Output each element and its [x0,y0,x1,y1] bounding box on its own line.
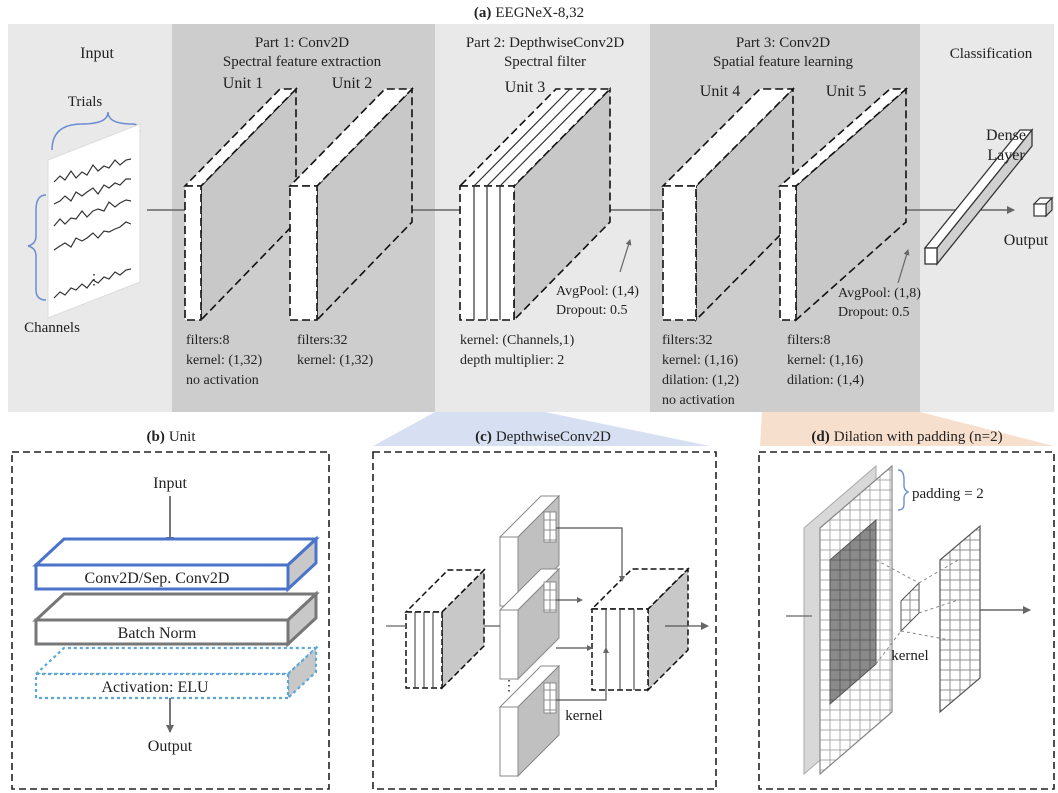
classification-title: Classification [950,46,1033,62]
dw-input-tensor [404,568,486,690]
dilation-kernel-grid [900,581,920,633]
panel-a: (a)EEGNeX-8,32 Input Trials Channels ⋮ P… [8,5,1054,412]
trials-label: Trials [68,94,103,110]
unit5-param: kernel: (1,16) [787,353,864,368]
panel-c: (c)DepthwiseConv2D ⋮ [372,429,717,790]
pool2-arrow [897,249,910,284]
output-label-a: Output [1004,232,1049,249]
activation-label: Activation: ELU [101,679,209,696]
pool1-line2: Dropout: 0.5 [556,303,628,318]
unit-output-label: Output [148,738,193,755]
panel-a-title: (a)EEGNeX-8,32 [474,5,584,21]
unit3-params: kernel: (Channels,1) depth multiplier: 2 [460,333,575,368]
conv-layer [32,535,320,593]
part3-subtitle: Spatial feature learning [713,54,853,70]
output-cube-icon [1032,196,1054,218]
unit2-param: filters:32 [297,333,348,348]
batchnorm-layer [32,590,320,648]
part3-title: Part 3: Conv2D [736,35,830,51]
unit1-param: no activation [186,373,259,388]
kernel-grid-icon [543,511,557,714]
panel-b-title: (b)Unit [146,429,196,445]
padded-input-grid [803,464,893,776]
pool2-line1: AvgPool: (1,8) [838,286,921,301]
panel-d-frame [758,451,1055,790]
unit4-param: filters:32 [662,333,713,348]
dilation-output-grid [939,524,981,714]
unit4-params: filters:32 kernel: (1,16) dilation: (1,2… [662,333,739,408]
unit4-param: no activation [662,393,735,408]
panel-c-frame [372,451,717,790]
dense-layer-block [923,128,1034,266]
panel-b: (b)Unit Input Activation: ELU Batch Norm… [11,429,330,790]
activation-layer [33,645,319,701]
unit-input-label: Input [153,475,187,492]
unit2-label: Unit 2 [332,75,372,92]
conv-label: Conv2D/Sep. Conv2D [85,570,230,587]
panel-d-zoom-fan [760,412,1054,446]
trials-brace [51,111,141,151]
unit2-block [288,87,414,322]
unit5-params: filters:8 kernel: (1,16) dilation: (1,4) [787,333,864,388]
dw-ellipsis: ⋮ [502,679,516,694]
unit3-param: kernel: (Channels,1) [460,333,575,348]
dw-kernel-label: kernel [565,708,602,724]
unit2-params: filters:32 kernel: (1,32) [297,333,374,368]
panel-d-title: (d)Dilation with padding (n=2) [811,429,1002,445]
panel-b-frame [11,451,330,790]
dense-label-line2: Layer [987,147,1025,164]
channels-label: Channels [24,320,80,336]
unit1-block [183,87,298,322]
panel-c-title: (c)DepthwiseConv2D [475,429,611,445]
unit4-label: Unit 4 [700,83,740,100]
unit5-label: Unit 5 [826,83,866,100]
pool2-line2: Dropout: 0.5 [838,305,910,320]
unit4-param: dilation: (1,2) [662,373,739,388]
panel-d: (d)Dilation with padding (n=2) padding =… [758,429,1055,790]
unit2-param: kernel: (1,32) [297,353,374,368]
pool1-arrow [619,239,632,273]
dilation-kernel-label: kernel [891,648,928,664]
dw-flow-arrows [484,527,709,701]
unit4-block [661,87,795,322]
channels-ellipsis: ⋮ [87,273,101,288]
unit5-param: filters:8 [787,333,831,348]
pool1-line1: AvgPool: (1,4) [556,284,639,299]
unit1-param: filters:8 [186,333,230,348]
unit1-param: kernel: (1,32) [186,353,263,368]
unit3-label: Unit 3 [505,79,545,96]
unit5-block [777,87,909,322]
unit5-param: dilation: (1,4) [787,373,864,388]
part2-subtitle: Spectral filter [504,54,586,70]
part1-subtitle: Spectral feature extraction [223,54,382,70]
dense-label-line1: Dense [986,127,1026,144]
part1-title: Part 1: Conv2D [255,35,349,51]
batchnorm-label: Batch Norm [118,625,197,642]
dw-output-tensor [590,567,690,692]
dilation-dashed-links [875,559,959,665]
unit4-param: kernel: (1,16) [662,353,739,368]
panel-c-zoom-fan [373,412,710,446]
unit1-label: Unit 1 [223,75,263,92]
unit3-block [458,87,612,322]
channels-brace [27,194,47,301]
input-title: Input [80,45,114,62]
part2-title: Part 2: DepthwiseConv2D [466,35,624,51]
padding-label: padding = 2 [912,486,984,502]
eeg-signal-sheet: ⋮ [47,123,141,319]
unit1-params: filters:8 kernel: (1,32) no activation [186,333,263,388]
unit3-param: depth multiplier: 2 [460,353,564,368]
padding-brace [897,469,910,511]
